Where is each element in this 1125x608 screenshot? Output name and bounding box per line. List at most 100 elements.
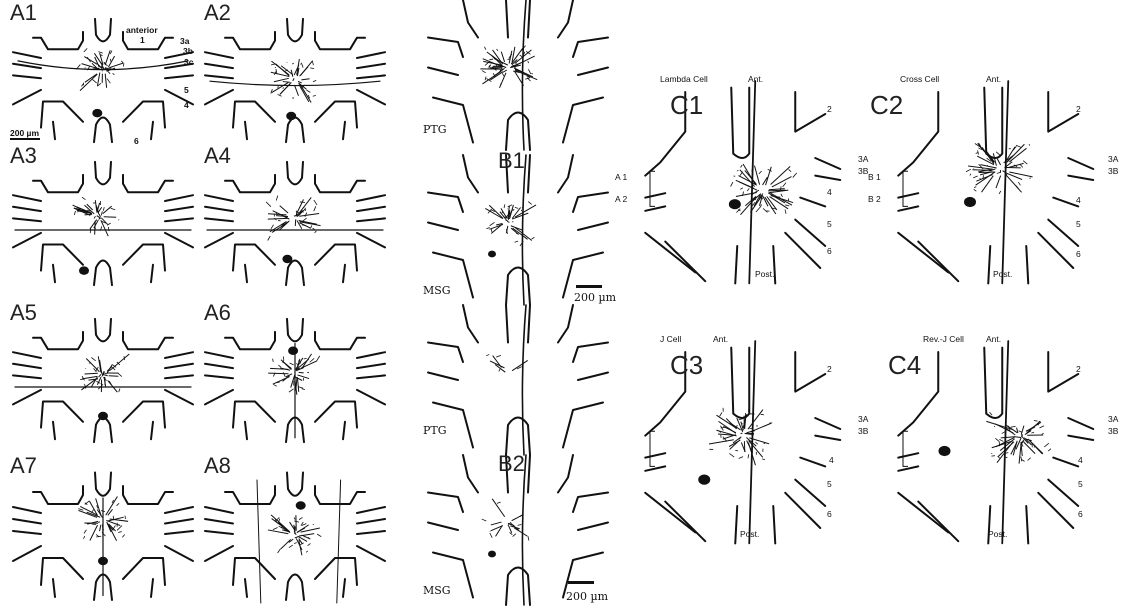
anterior-connective (95, 319, 111, 341)
lateral-nerve (165, 352, 193, 358)
dendrite-branch (528, 61, 529, 63)
nerve-2-c2: 2 (1076, 105, 1081, 114)
label-a4: A4 (204, 145, 231, 167)
lateral-nerve (13, 195, 41, 201)
nerve-6-c1: 6 (827, 247, 832, 256)
posterior-connective (286, 260, 304, 285)
nerve-3a (815, 418, 840, 429)
scale-label-b2: 200 µm (566, 591, 608, 602)
dendrite-branch (314, 200, 317, 205)
posterior-connective (988, 246, 990, 283)
dendrite-branch (508, 205, 512, 207)
dendrite-branch (80, 74, 97, 90)
primary-axon (522, 155, 526, 305)
outline-lower (41, 402, 83, 428)
lateral-nerve (357, 90, 385, 105)
anterior-connective (984, 348, 1002, 418)
outline-left-upper (225, 486, 275, 504)
dendrite-branch (104, 217, 117, 218)
dendrite-branch (485, 77, 486, 81)
nerve-3b-c1: 3B (858, 167, 868, 176)
outline-right-upper (315, 32, 365, 49)
dendrite-branch (1021, 426, 1024, 435)
dendrite-branch (486, 354, 489, 355)
ganglion-edge (558, 0, 573, 38)
label-c3: C3 (670, 352, 703, 378)
dendrite-branch (515, 207, 518, 208)
outline-right-upper (123, 486, 173, 504)
dendrite-branch (82, 197, 85, 200)
anterior-connective (95, 162, 111, 184)
lateral-nerve (357, 233, 385, 248)
anterior-connective (287, 319, 303, 341)
dendrite-branch (1029, 144, 1030, 145)
nerve-6 (245, 122, 247, 139)
dendrite-branch (486, 228, 489, 229)
dendrite-branch (771, 166, 791, 184)
posterior-connective (94, 260, 112, 285)
label-a1: A1 (10, 2, 37, 24)
label-a6: A6 (204, 302, 231, 324)
dendrite-branch (271, 64, 276, 65)
nerve-4 (1053, 198, 1078, 207)
label-c4: C4 (888, 352, 921, 378)
lateral-nerve (428, 38, 463, 58)
dendrite-branch (996, 176, 1001, 188)
lateral-nerve (165, 390, 193, 405)
ganglion-edge (463, 455, 478, 493)
longitudinal-axon (257, 480, 261, 603)
dendrite-branch (490, 222, 495, 225)
dendrite-branch (105, 50, 110, 65)
lateral-nerve (563, 403, 603, 448)
lateral-nerve (578, 68, 608, 76)
outline-right (795, 92, 825, 132)
nerve-left (898, 206, 918, 210)
dendrite-branch (973, 176, 977, 178)
bracket-a2-label: A 2 (615, 195, 627, 204)
dendrite-branch (761, 414, 764, 415)
dendrite-branch (989, 412, 992, 415)
nerve-left (898, 193, 918, 197)
dendrite-branch (302, 389, 305, 390)
nerve-6 (343, 579, 345, 597)
dendrite-branch (1044, 443, 1049, 447)
lateral-nerve (165, 364, 193, 368)
cell-soma (282, 255, 292, 264)
cell-soma (939, 446, 951, 456)
dendrite-branch (482, 71, 486, 73)
dendrite-branch (496, 355, 501, 357)
dendrite-branch (97, 377, 101, 385)
lateral-nerve (13, 352, 41, 358)
ganglion-edge (463, 155, 478, 193)
dendrite-branch (974, 187, 976, 188)
dendrite-branch (489, 59, 493, 60)
lateral-nerve (205, 531, 233, 534)
nerve-5-label: 5 (184, 86, 189, 95)
nerve-left (645, 233, 695, 273)
dendrite-branch (514, 528, 527, 536)
dendrite-branch (110, 51, 112, 54)
dendrite-branch (974, 189, 977, 191)
lateral-nerve (13, 75, 41, 78)
lateral-nerve (165, 233, 193, 248)
dendrite-branch (978, 150, 979, 154)
cell-soma (98, 412, 108, 421)
dendrite-branch (289, 545, 293, 548)
dendrite-branch (499, 73, 505, 88)
dendrite-branch (1042, 433, 1044, 434)
lateral-nerve (13, 531, 41, 534)
dendrite-branch (295, 537, 298, 538)
lateral-nerve (165, 519, 193, 524)
lateral-nerve (357, 546, 385, 561)
lateral-nerve (165, 75, 193, 78)
dendrite-branch (532, 237, 535, 239)
lateral-nerve (205, 75, 233, 78)
dendrite-branch (280, 206, 288, 213)
anterior-connective (287, 162, 303, 184)
lateral-nerve (205, 546, 233, 561)
nerve-4-c3: 4 (829, 456, 834, 465)
dendrite-branch (315, 231, 317, 233)
lateral-nerve (205, 352, 233, 358)
dendrite-branch (274, 78, 289, 81)
dendrite-branch (491, 522, 502, 525)
